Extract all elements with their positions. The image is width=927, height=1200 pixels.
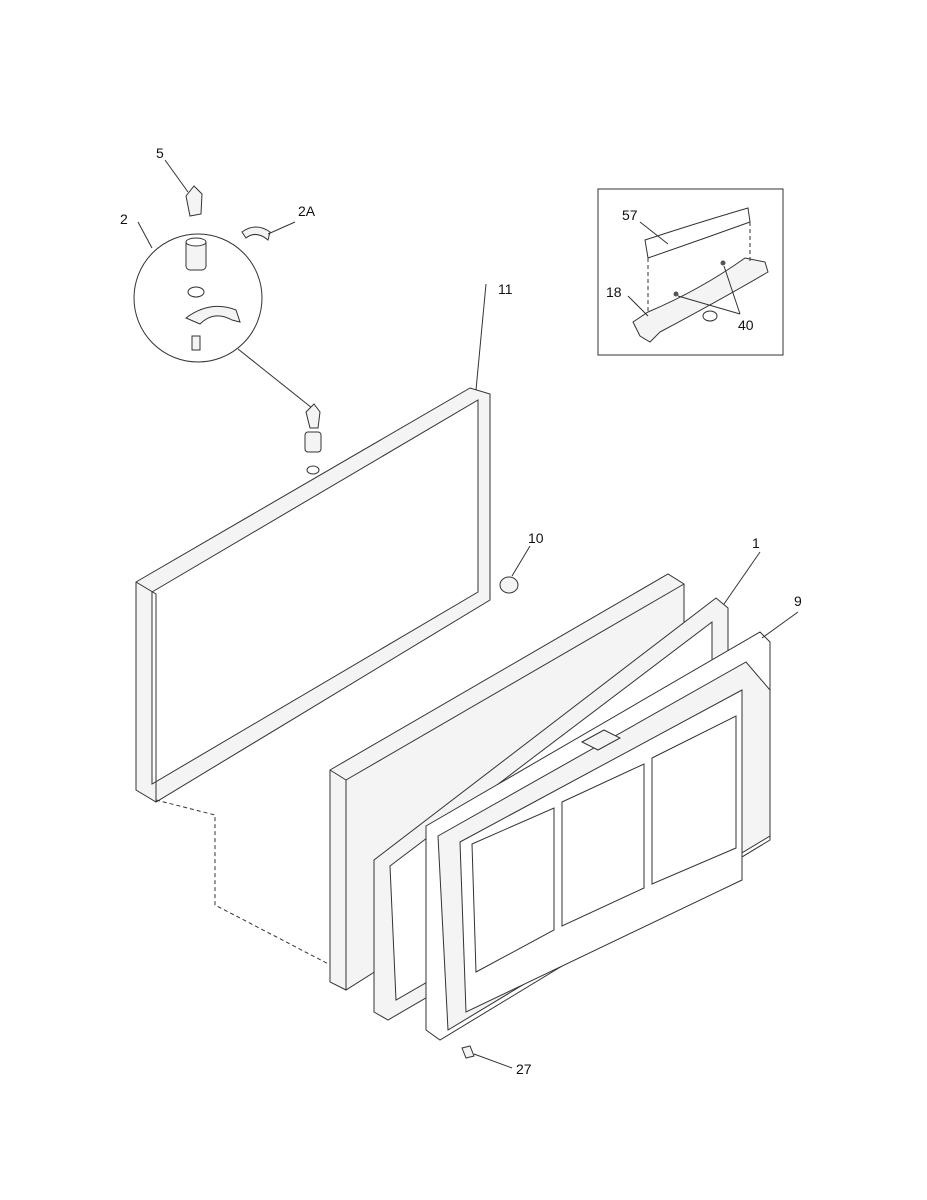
- callout-5: 5: [156, 145, 164, 161]
- leader-2: [137, 221, 153, 249]
- bumper-part: 10: [499, 530, 544, 594]
- leader-2a: [267, 221, 296, 235]
- key-part: [185, 185, 203, 217]
- leader-lock-installed: [237, 348, 313, 409]
- leader-18: [627, 295, 649, 317]
- lid-outer-panel: 9: [425, 593, 802, 1041]
- callout-9: 9: [794, 593, 802, 609]
- leader-9: [761, 611, 799, 639]
- leader-10: [511, 545, 531, 577]
- callout-1: 1: [752, 535, 760, 551]
- lid-pane-right: [651, 715, 737, 885]
- leader-27: [473, 1053, 513, 1069]
- liner-edge: [135, 581, 157, 802]
- callout-2: 2: [120, 211, 128, 227]
- callout-27: 27: [516, 1061, 532, 1077]
- leader-57: [639, 221, 669, 245]
- lid-handle-slot: [580, 729, 622, 751]
- leader-5: [164, 159, 189, 193]
- handle-hole: [702, 310, 718, 322]
- installed-key: [305, 403, 321, 429]
- leader-40b: [723, 265, 741, 315]
- callout-40: 40: [738, 317, 754, 333]
- screw-shape: [461, 1045, 475, 1059]
- leader-1: [723, 551, 761, 605]
- callout-2a: 2A: [298, 203, 316, 219]
- installed-o-ring: [306, 465, 320, 475]
- lid-liner: 11: [135, 281, 513, 971]
- insulation-top-edge: [345, 583, 685, 781]
- lock-screw: [191, 335, 201, 351]
- lock-o-ring: [187, 286, 205, 298]
- callout-18: 18: [606, 284, 622, 300]
- handle-cap: [644, 207, 751, 259]
- lid-pane-center: [561, 763, 645, 927]
- clip-part: [241, 226, 271, 241]
- handle-detail-inset: 57 18 40: [597, 188, 784, 356]
- lock-detail-circle: [133, 233, 263, 363]
- inset-frame: [597, 188, 784, 356]
- lid-panel-face: [459, 689, 743, 1013]
- leader-40a: [677, 295, 741, 315]
- callout-10: 10: [528, 530, 544, 546]
- handle-screw-left: [673, 291, 679, 297]
- leader-11: [475, 283, 487, 391]
- bumper-shape: [499, 576, 519, 594]
- callout-57: 57: [622, 207, 638, 223]
- screw-part: 27: [461, 1045, 532, 1077]
- lid-pane-left: [471, 807, 555, 973]
- lock-cam: [185, 305, 241, 325]
- liner-frame-inner: [151, 399, 479, 785]
- lock-cylinder-top: [185, 237, 207, 247]
- installed-cylinder: [304, 431, 322, 453]
- liner-projection: [155, 799, 341, 971]
- callout-11: 11: [498, 281, 513, 297]
- handle-screw-right: [720, 260, 726, 266]
